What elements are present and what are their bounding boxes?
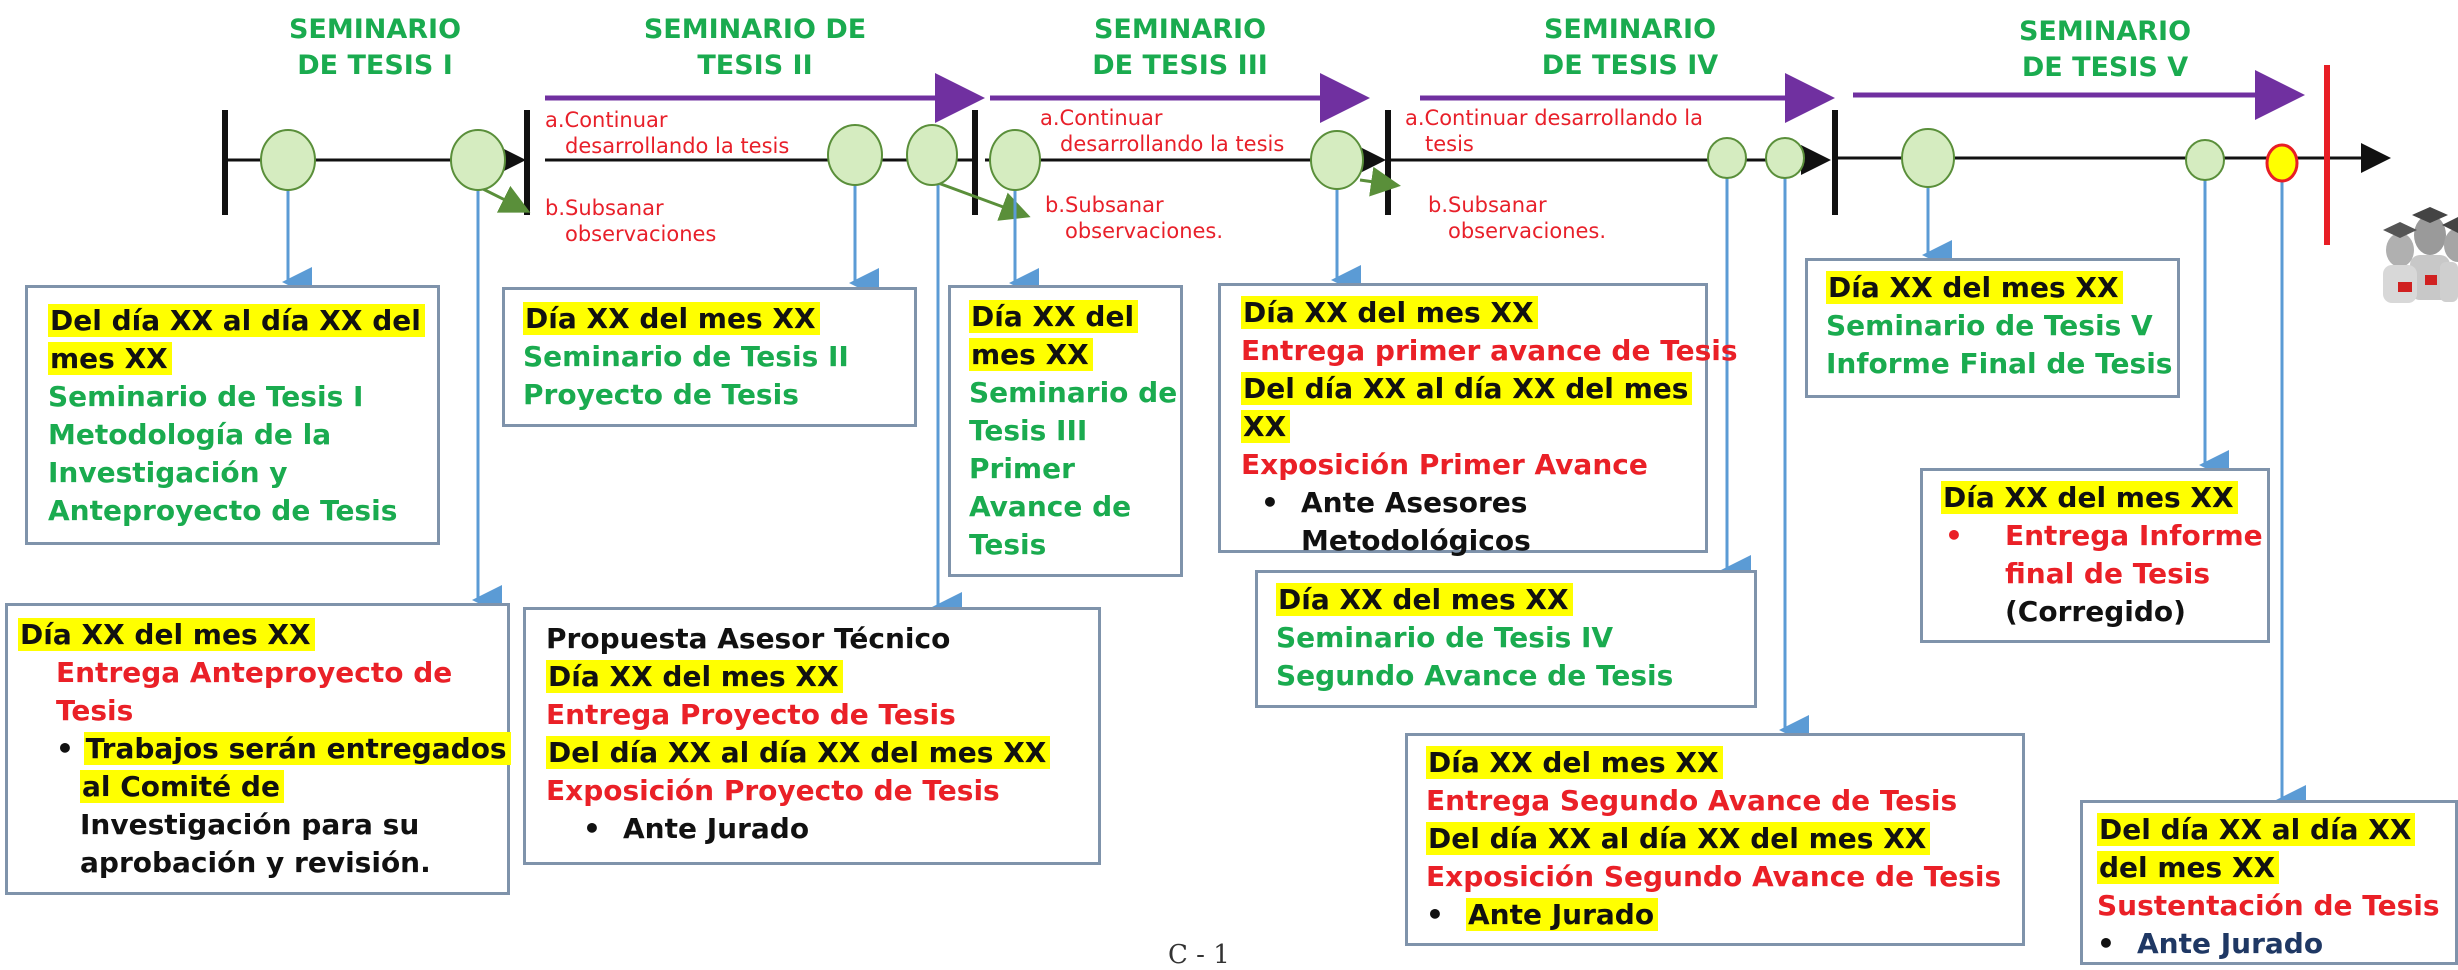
course-topic: Segundo Avance de Tesis (1276, 659, 1674, 692)
milestone-box-sustentacion: Del día XX al día XX del mes XX Sustenta… (2080, 800, 2458, 965)
bullet-text: Trabajos serán entregados (83, 732, 511, 765)
course-name: Seminario de Tesis IV (1276, 621, 1614, 654)
milestone-box-seminario-2: Día XX del mes XX Seminario de Tesis II … (502, 287, 917, 427)
milestone-box-seminario-5: Día XX del mes XX Seminario de Tesis V I… (1805, 258, 2180, 398)
milestone-box-entrega-anteproyecto: Día XX del mes XX Entrega Anteproyecto d… (5, 603, 511, 895)
course-topic: Informe Final de Tesis (1826, 347, 2173, 380)
course-topic: Investigación y (48, 456, 288, 489)
date-label: del mes XX (2097, 851, 2280, 884)
course-name: Seminario de Tesis II (523, 340, 849, 373)
note-continue-3: a.Continuar desarrollando la tesis (1040, 106, 1285, 156)
course-name: Seminario de Tesis V (1826, 309, 2153, 342)
graduates-icon (2383, 207, 2458, 303)
date-label: Día XX del mes XX (1426, 746, 1723, 779)
date-label: Día XX del mes XX (546, 660, 843, 693)
header-line: SEMINARIO DE (643, 14, 867, 45)
event-label: (Corregido) (2005, 595, 2186, 628)
event-label: Propuesta Asesor Técnico (546, 622, 951, 655)
course-name: Seminario de (969, 376, 1178, 409)
header-line: TESIS II (697, 50, 813, 81)
bullet-text: Metodológicos (1301, 524, 1531, 557)
final-node (2265, 143, 2299, 183)
header-line: DE TESIS V (2021, 52, 2189, 83)
header-line: SEMINARIO (1543, 14, 1717, 45)
date-label: Día XX del mes XX (523, 302, 820, 335)
milestone-box-seminario-3: Día XX del mes XX Seminario de Tesis III… (948, 285, 1183, 577)
phase-header-4: SEMINARIO DE TESIS IV (1490, 12, 1770, 84)
milestone-box-informe-final: Día XX del mes XX •Entrega Informe final… (1920, 468, 2270, 643)
header-line: SEMINARIO (2018, 16, 2192, 47)
event-label: Exposición Proyecto de Tesis (546, 774, 1000, 807)
bullet-text: Ante Jurado (2137, 927, 2324, 960)
course-name: Tesis III (969, 414, 1088, 447)
note-continue-2: a.Continuar desarrollando la tesis (545, 108, 790, 158)
bullet-text: al Comité de (80, 770, 284, 803)
date-label: Del día XX al día XX (2097, 813, 2416, 846)
date-label: Día XX del mes XX (1276, 583, 1573, 616)
phase-header-5: SEMINARIO DE TESIS V (1965, 14, 2245, 86)
header-line: DE TESIS IV (1541, 50, 1719, 81)
event-label: final de Tesis (2005, 557, 2211, 590)
phase-header-2: SEMINARIO DE TESIS II (615, 12, 895, 84)
event-label: Entrega Segundo Avance de Tesis (1426, 784, 1958, 817)
phase-dividers (222, 110, 1838, 215)
event-label: Tesis (56, 694, 134, 727)
bullet-text: Ante Jurado (1466, 898, 1659, 931)
milestone-box-proyecto: Propuesta Asesor Técnico Día XX del mes … (523, 607, 1101, 865)
date-label: Del día XX al día XX del mes (1241, 372, 1693, 405)
bullet-text: aprobación y revisión. (80, 846, 431, 879)
header-line: SEMINARIO (288, 14, 462, 45)
note-correct-2: b.Subsanar observaciones (545, 196, 717, 246)
course-topic: Metodología de la (48, 418, 332, 451)
course-topic: Primer (969, 452, 1075, 485)
date-label: Día XX del mes XX (1826, 271, 2123, 304)
event-label: Sustentación de Tesis (2097, 889, 2440, 922)
date-label: XX (1241, 410, 1291, 443)
note-correct-3: b.Subsanar observaciones. (1045, 193, 1224, 243)
header-line: DE TESIS III (1092, 50, 1268, 81)
date-label: mes XX (48, 342, 172, 375)
event-label: Exposición Primer Avance (1241, 448, 1648, 481)
event-label: Entrega Informe (2005, 519, 2263, 552)
event-label: Entrega Anteproyecto de (56, 656, 453, 689)
date-label: Día XX del mes XX (1941, 481, 2238, 514)
bullet-text: Ante Jurado (623, 812, 810, 845)
course-topic: Avance de (969, 490, 1132, 523)
note-correct-4: b.Subsanar observaciones. (1428, 193, 1607, 243)
milestone-box-segundo-avance: Día XX del mes XX Entrega Segundo Avance… (1405, 733, 2025, 946)
date-label: Del día XX al día XX del (48, 304, 425, 337)
milestone-box-seminario-1: Del día XX al día XX del mes XX Seminari… (25, 285, 440, 545)
event-label: Exposición Segundo Avance de Tesis (1426, 860, 2002, 893)
bullet-text: Investigación para su (80, 808, 420, 841)
date-label: mes XX (969, 338, 1093, 371)
phase-header-1: SEMINARIO DE TESIS I (240, 12, 510, 84)
course-topic: Tesis (969, 528, 1047, 561)
milestone-box-seminario-4: Día XX del mes XX Seminario de Tesis IV … (1255, 570, 1757, 708)
milestone-box-primer-avance: Día XX del mes XX Entrega primer avance … (1218, 283, 1738, 557)
header-line: SEMINARIO (1093, 14, 1267, 45)
date-label: Del día XX al día XX del mes XX (1426, 822, 1931, 855)
course-name: Seminario de Tesis I (48, 380, 364, 413)
bullet-text: Ante Asesores (1301, 486, 1528, 519)
course-topic: Anteproyecto de Tesis (48, 494, 398, 527)
phase-arrows (545, 70, 2305, 123)
note-continue-4: a.Continuar desarrollando la tesis (1405, 106, 1703, 156)
slide-footer: C - 1 (1168, 940, 1230, 970)
phase-header-3: SEMINARIO DE TESIS III (1040, 12, 1320, 84)
date-label: Día XX del (969, 300, 1139, 333)
event-label: Entrega Proyecto de Tesis (546, 698, 956, 731)
course-topic: Proyecto de Tesis (523, 378, 799, 411)
event-label: Entrega primer avance de Tesis (1241, 334, 1738, 367)
date-label: Día XX del mes XX (18, 618, 315, 651)
connectors (282, 175, 2306, 815)
header-line: DE TESIS I (297, 50, 453, 81)
timeline-nodes (260, 124, 2225, 191)
date-label: Día XX del mes XX (1241, 296, 1538, 329)
date-label: Del día XX al día XX del mes XX (546, 736, 1051, 769)
